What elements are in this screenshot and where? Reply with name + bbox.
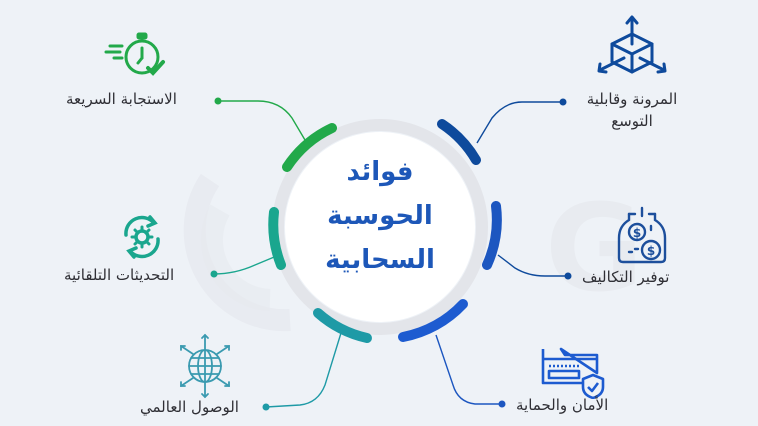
segment-global-access — [313, 308, 372, 343]
connector-auto-updates — [213, 254, 280, 275]
title-line-2: الحوسبة — [327, 201, 433, 231]
label-global-access: الوصول العالمي — [140, 398, 239, 416]
connector-security — [435, 334, 502, 405]
segment-auto-updates — [268, 207, 286, 270]
connector-scalability — [476, 101, 563, 144]
money-jar-icon: $ $ — [617, 206, 667, 264]
gear-refresh-icon — [124, 215, 160, 259]
dot-fast-response — [214, 97, 222, 105]
stopwatch-check-icon — [104, 32, 165, 76]
dot-global-access — [262, 403, 270, 411]
segment-cost-saving — [482, 201, 502, 270]
connector-cost-saving — [497, 254, 568, 277]
label-scalability-line-2: التوسع — [611, 112, 653, 130]
segment-security — [398, 299, 468, 342]
connector-global-access — [265, 332, 342, 408]
dot-cost-saving — [564, 272, 572, 280]
label-auto-updates: التحديثات التلقائية — [64, 266, 175, 284]
dot-security — [498, 400, 506, 408]
dot-auto-updates — [210, 270, 218, 278]
title-line-1: فوائد — [346, 157, 414, 187]
svg-text:$: $ — [647, 244, 655, 258]
folder-shield-icon — [541, 347, 605, 399]
label-fast-response: الاستجابة السريعة — [66, 90, 177, 108]
label-scalability-line-1: المرونة وقابلية — [586, 90, 678, 108]
label-scalability: المرونة وقابلية التوسع — [576, 88, 688, 132]
label-security: الأمان والحماية — [516, 396, 609, 414]
dot-scalability — [559, 98, 567, 106]
title-line-3: السحابية — [325, 245, 435, 275]
cube-arrows-icon — [597, 15, 667, 74]
segment-scalability — [437, 119, 481, 165]
globe-arrows-icon — [180, 333, 230, 399]
center-title: فوائد الحوسبة السحابية — [290, 150, 470, 282]
label-cost-saving: توفير التكاليف — [582, 268, 670, 286]
segment-fast-response — [282, 123, 337, 172]
connector-fast-response — [218, 100, 306, 141]
svg-text:$: $ — [633, 226, 641, 240]
center-disc — [285, 132, 475, 322]
